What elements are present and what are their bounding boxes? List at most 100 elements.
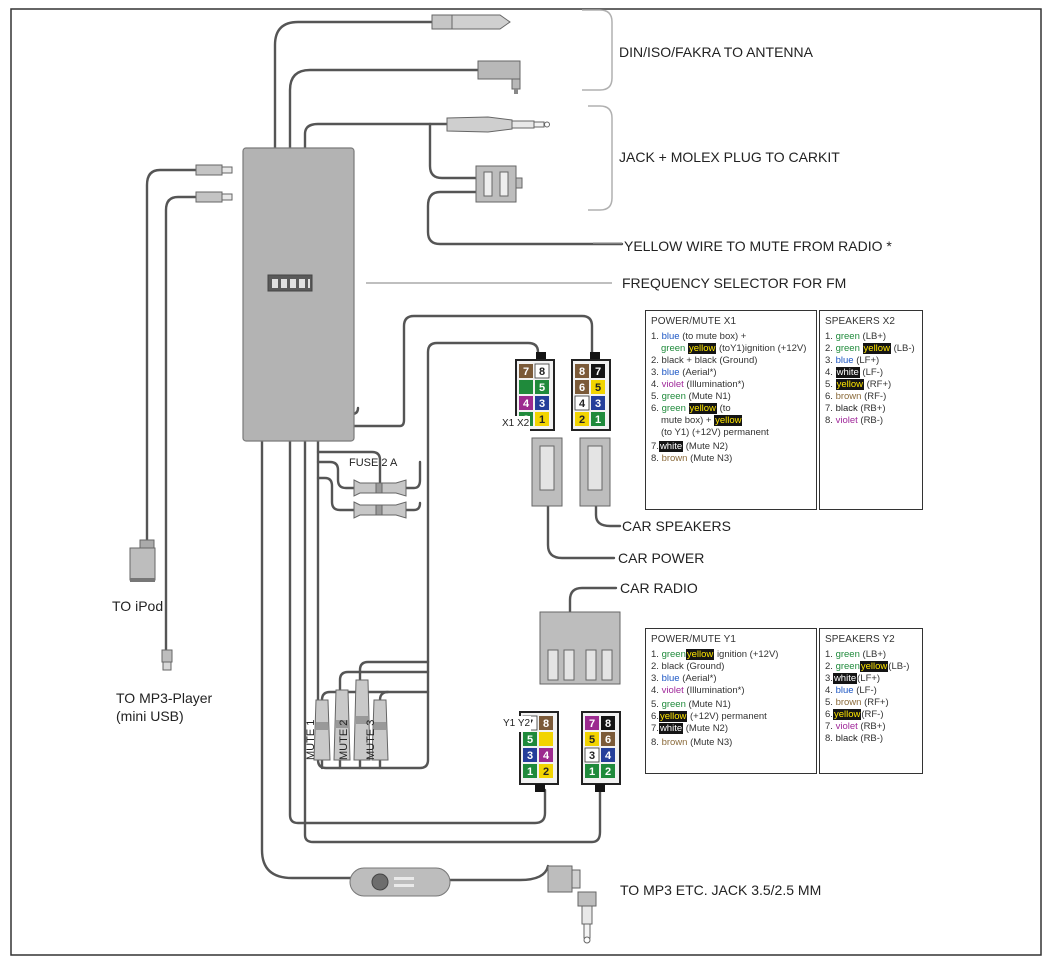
fuse-lower — [353, 501, 407, 519]
connector-y2 — [581, 711, 621, 792]
car-radio-label: CAR RADIO — [620, 580, 698, 596]
carkit-brace — [588, 105, 613, 211]
pin-x1-5: 3 — [539, 398, 545, 410]
x1-line-8: mute box) + yellow — [661, 415, 743, 426]
pin-x2-6: 3 — [595, 398, 601, 410]
car-radio-plug — [539, 611, 621, 685]
x1-line-9: (to Y1) (+12V) permanent — [661, 427, 769, 438]
mp3-audio-plug — [195, 191, 233, 203]
pin-x1-2: 7 — [523, 366, 529, 378]
car-speaker-plug — [579, 437, 611, 507]
pin-y1-4: 3 — [527, 750, 533, 762]
y-connector-label: Y1 Y2 — [502, 716, 532, 732]
x2-line-7: 7. black (RB+) — [825, 403, 886, 414]
antenna-din-plug — [431, 14, 511, 30]
ipod-label: TO iPod — [112, 598, 164, 614]
x1-line-2: green yellow (toY1)ignition (+12V) — [661, 343, 807, 354]
x1-line-5: 4. violet (Illumination*) — [651, 379, 745, 390]
y1-line-7: 7.white (Mute N2) — [651, 723, 728, 734]
y1-line-1: 1. greenyellow ignition (+12V) — [651, 649, 779, 660]
fuse-label: FUSE 2 A — [349, 457, 398, 469]
x1-line-1: 1. blue (to mute box) + — [651, 331, 747, 342]
pin-y1-7: 2 — [543, 766, 549, 778]
mp3-jack-plug — [547, 865, 597, 944]
mute-fuse-4 — [371, 699, 389, 761]
pin-x1-4: 4 — [523, 398, 530, 410]
antenna-fakra-plug — [477, 60, 521, 94]
y2-line-8: 8. black (RB-) — [825, 733, 884, 744]
power-mute-y1-box: POWER/MUTE Y1 1. greenyellow ignition (+… — [645, 628, 817, 774]
yellow-wire-label: YELLOW WIRE TO MUTE FROM RADIO * — [624, 238, 892, 254]
x2-line-1: 1. green (LB+) — [825, 331, 887, 342]
x-connector-label: X1 X2 — [501, 416, 531, 432]
x2-line-2: 2. green yellow (LB-) — [825, 343, 915, 354]
callout-lines — [366, 242, 622, 284]
carkit-molex-plug — [475, 165, 523, 203]
mute-fuse-3 — [353, 679, 371, 761]
pin-y2-8: 2 — [605, 766, 611, 778]
pin-x1-3: 5 — [539, 382, 545, 394]
x2-line-8: 8. violet (RB-) — [825, 415, 884, 426]
y2-line-5: 5. brown (RF+) — [825, 697, 889, 708]
car-power-plug — [531, 437, 563, 507]
pin-y1-6: 1 — [527, 766, 533, 778]
x1-line-11: 8. brown (Mute N3) — [651, 453, 733, 464]
y1-line-5: 5. green (Mute N1) — [651, 699, 731, 710]
antenna-label: DIN/ISO/FAKRA TO ANTENNA — [619, 44, 813, 60]
pin-y1-3: 5 — [527, 734, 533, 746]
diagram-frame — [10, 8, 1042, 956]
y2-line-2: 2. greenyellow(LB-) — [825, 661, 910, 672]
pin-x1-7: 1 — [539, 414, 545, 426]
y2-line-7: 7. violet (RB+) — [825, 721, 886, 732]
fm-transmitter-unit — [242, 147, 355, 442]
pin-y2-6: 4 — [605, 750, 612, 762]
frequency-selector-switch[interactable] — [267, 274, 313, 292]
mp3-player-label: TO MP3-Player — [116, 690, 213, 706]
pin-x2-4: 5 — [595, 382, 601, 394]
car-power-label: CAR POWER — [618, 550, 705, 566]
y1-line-2: 2. black (Ground) — [651, 661, 725, 672]
mini-usb-connector — [161, 649, 173, 671]
speakers-y2-title: SPEAKERS Y2 — [825, 634, 895, 645]
x2-line-4: 4. white (LF-) — [825, 367, 883, 378]
y2-line-3: 3.white(LF+) — [825, 673, 881, 684]
pin-y1-5: 4 — [543, 750, 550, 762]
y2-line-4: 4. blue (LF-) — [825, 685, 877, 696]
y2-line-1: 1. green (LB+) — [825, 649, 887, 660]
pin-y2-5: 3 — [589, 750, 595, 762]
x1-line-4: 3. blue (Aerial*) — [651, 367, 717, 378]
car-speakers-label: CAR SPEAKERS — [622, 518, 731, 534]
pin-x2-3: 6 — [579, 382, 585, 394]
antenna-brace — [582, 9, 613, 91]
jack-remote-control[interactable] — [349, 867, 451, 897]
pin-y2-3: 5 — [589, 734, 595, 746]
y1-line-8: 8. brown (Mute N3) — [651, 737, 733, 748]
mute-1-label: MUTE 1 — [305, 720, 317, 760]
mp3-jack-label: TO MP3 ETC. JACK 3.5/2.5 MM — [620, 882, 822, 898]
y2-line-6: 6.yellow(RF-) — [825, 709, 884, 720]
carkit-label: JACK + MOLEX PLUG TO CARKIT — [619, 149, 840, 165]
pin-y2-4: 6 — [605, 734, 611, 746]
x2-line-6: 6. brown (RF-) — [825, 391, 887, 402]
x1-line-7: 6. green yellow (to — [651, 403, 731, 414]
speakers-y2-box: SPEAKERS Y2 1. green (LB+) 2. greenyello… — [819, 628, 923, 774]
fuse-upper — [353, 479, 407, 497]
pin-x2-7: 2 — [579, 414, 585, 426]
power-mute-x1-title: POWER/MUTE X1 — [651, 316, 737, 327]
carkit-jack-plug — [446, 116, 550, 133]
y1-line-4: 4. violet (Illumination*) — [651, 685, 745, 696]
mute-fuse-2 — [333, 689, 351, 761]
pin-x1-1: 8 — [539, 366, 545, 378]
pin-x2-5: 4 — [579, 398, 586, 410]
pin-y1-2: 8 — [543, 718, 549, 730]
pin-y2-7: 1 — [589, 766, 595, 778]
pin-y2-2: 8 — [605, 718, 611, 730]
speakers-x2-box: SPEAKERS X2 1. green (LB+) 2. green yell… — [819, 310, 923, 510]
x1-line-3: 2. black + black (Ground) — [651, 355, 758, 366]
mute-3-label: MUTE 3 — [365, 720, 377, 760]
frequency-selector-label: FREQUENCY SELECTOR FOR FM — [622, 275, 847, 291]
remote-button-icon — [371, 873, 389, 891]
power-mute-y1-title: POWER/MUTE Y1 — [651, 634, 737, 645]
mini-usb-label: (mini USB) — [116, 708, 184, 724]
power-mute-x1-box: POWER/MUTE X1 1. blue (to mute box) + gr… — [645, 310, 817, 510]
